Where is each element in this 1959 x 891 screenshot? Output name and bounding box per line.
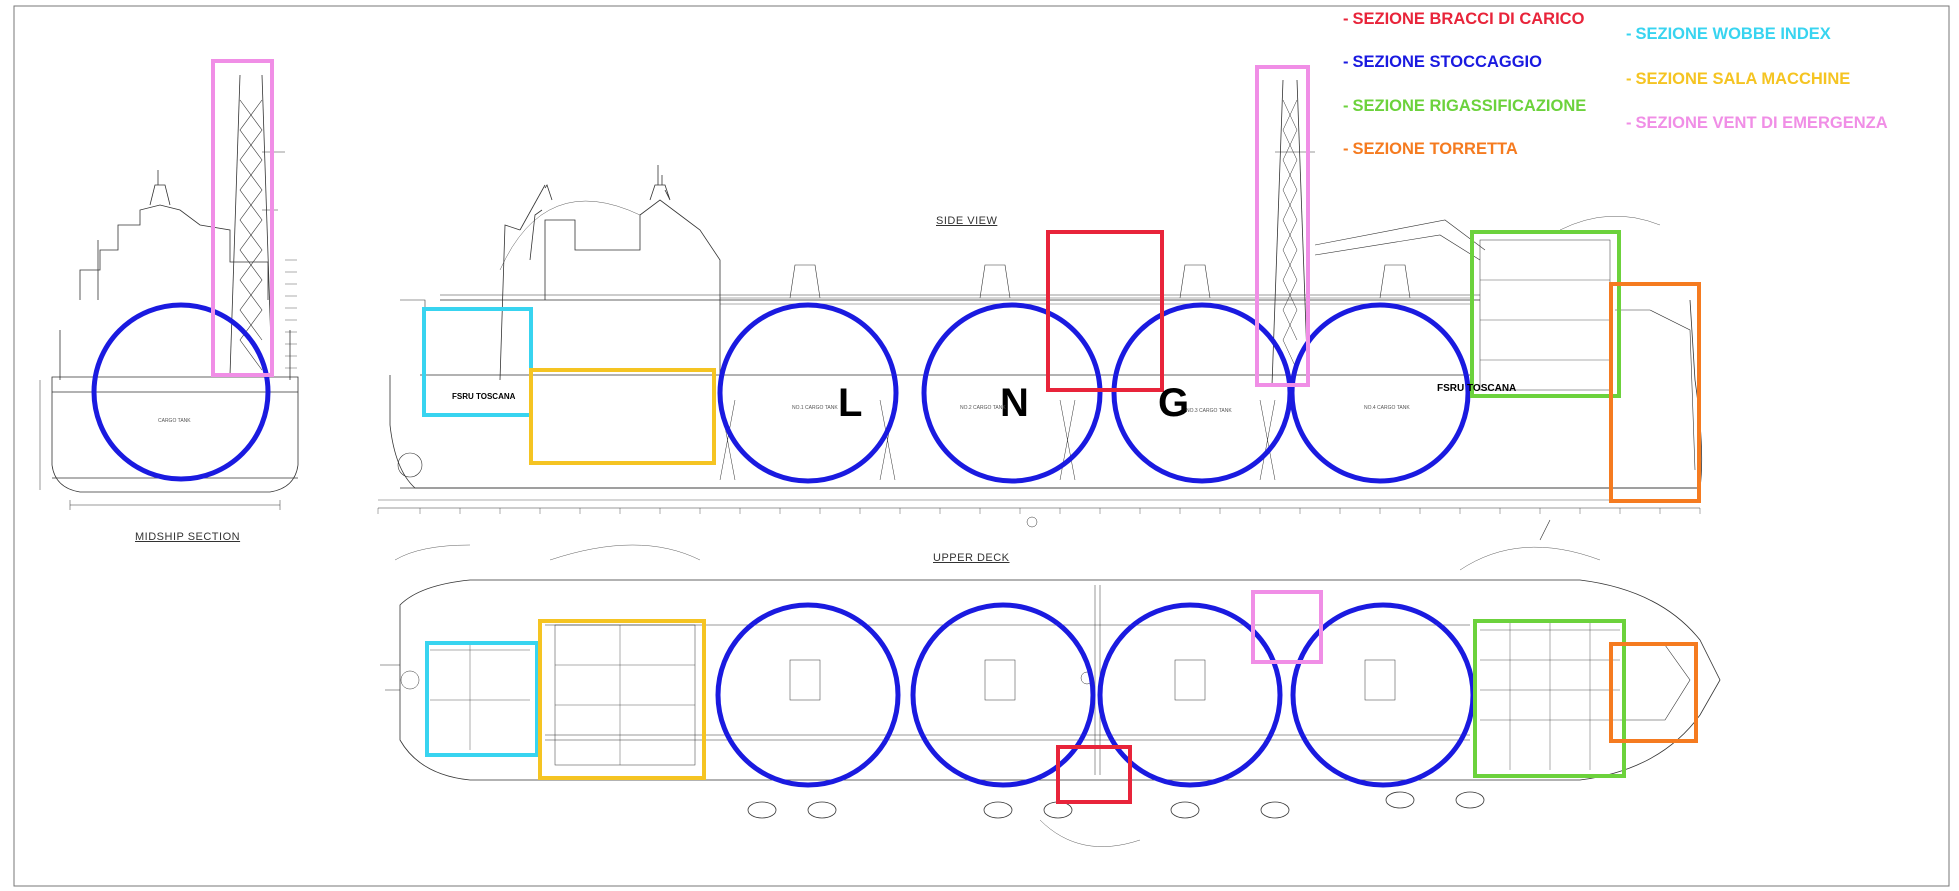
legend-item-sala: -SEZIONE SALA MACCHINE: [1626, 70, 1850, 89]
midship-section-title: MIDSHIP SECTION: [135, 531, 241, 543]
vent-box-deck: [1251, 590, 1323, 664]
deck-tank-circle-3: [1097, 602, 1283, 788]
vent-box-midship: [211, 59, 274, 377]
legend-label: SEZIONE SALA MACCHINE: [1635, 70, 1851, 88]
legend-label: SEZIONE STOCCAGGIO: [1352, 53, 1542, 71]
legend-dash: -: [1343, 10, 1349, 28]
side-tank-circle-3: [1111, 302, 1293, 484]
lng-letter-l: L: [838, 381, 863, 425]
bracci-box-deck: [1056, 745, 1132, 804]
storage-circles: [91, 302, 1476, 788]
fsru-label-left: FSRU TOSCANA: [452, 392, 516, 401]
lng-letter-g: G: [1158, 381, 1190, 425]
upper-deck: [380, 519, 1721, 847]
legend-dash: -: [1626, 114, 1632, 132]
rigas-box-side: [1470, 230, 1621, 398]
lng-letter-n: N: [1000, 381, 1029, 425]
upper-deck-title: UPPER DECK: [933, 552, 1010, 564]
legend-label: SEZIONE TORRETTA: [1352, 140, 1518, 158]
wobbe-box-deck: [425, 641, 539, 757]
midship-cargo-tank-label: CARGO TANK: [158, 418, 191, 424]
section-boxes: [211, 59, 1701, 804]
midship-cargo-tank-circle: [91, 302, 271, 482]
legend-dash: -: [1343, 53, 1349, 71]
side-tank-circle-4: [1289, 302, 1471, 484]
legend-dash: -: [1343, 140, 1349, 158]
fsru-label-right: FSRU TOSCANA: [1437, 383, 1517, 394]
tank-label-2: NO.2 CARGO TANK: [960, 405, 1006, 411]
legend-item-torretta: -SEZIONE TORRETTA: [1343, 140, 1518, 159]
legend-item-rigassificazione: -SEZIONE RIGASSIFICAZIONE: [1343, 97, 1586, 116]
tank-label-3: NO.3 CARGO TANK: [1186, 408, 1232, 414]
legend-item-vent: -SEZIONE VENT DI EMERGENZA: [1626, 114, 1888, 133]
legend-label: SEZIONE VENT DI EMERGENZA: [1635, 114, 1888, 132]
legend-item-wobbe: -SEZIONE WOBBE INDEX: [1626, 25, 1831, 44]
side-tank-circle-1: [717, 302, 899, 484]
tank-label-4: NO.4 CARGO TANK: [1364, 405, 1410, 411]
legend-dash: -: [1626, 25, 1632, 43]
vent-box-side: [1255, 65, 1310, 387]
legend-item-stoccaggio: -SEZIONE STOCCAGGIO: [1343, 53, 1542, 72]
midship-section: [39, 74, 299, 510]
torretta-box-deck: [1609, 642, 1698, 743]
sala-box-side: [529, 368, 716, 465]
tank-label-1: NO.1 CARGO TANK: [792, 405, 838, 411]
bracci-box-side: [1046, 230, 1164, 392]
legend-dash: -: [1343, 97, 1349, 115]
legend-label: SEZIONE RIGASSIFICAZIONE: [1352, 97, 1587, 115]
side-tank-circle-2: [921, 302, 1103, 484]
deck-tank-circle-1: [715, 602, 901, 788]
rigas-box-deck: [1473, 619, 1626, 778]
legend-item-bracci: -SEZIONE BRACCI DI CARICO: [1343, 10, 1584, 29]
legend-label: SEZIONE BRACCI DI CARICO: [1352, 10, 1585, 28]
legend-dash: -: [1626, 70, 1632, 88]
sala-box-deck: [538, 619, 706, 780]
legend-label: SEZIONE WOBBE INDEX: [1635, 25, 1831, 43]
wobbe-box-side: [422, 307, 533, 417]
sheet-border: [13, 5, 1950, 887]
deck-tank-circle-2: [910, 602, 1096, 788]
torretta-box-side: [1609, 282, 1701, 503]
side-view-title: SIDE VIEW: [936, 215, 998, 227]
